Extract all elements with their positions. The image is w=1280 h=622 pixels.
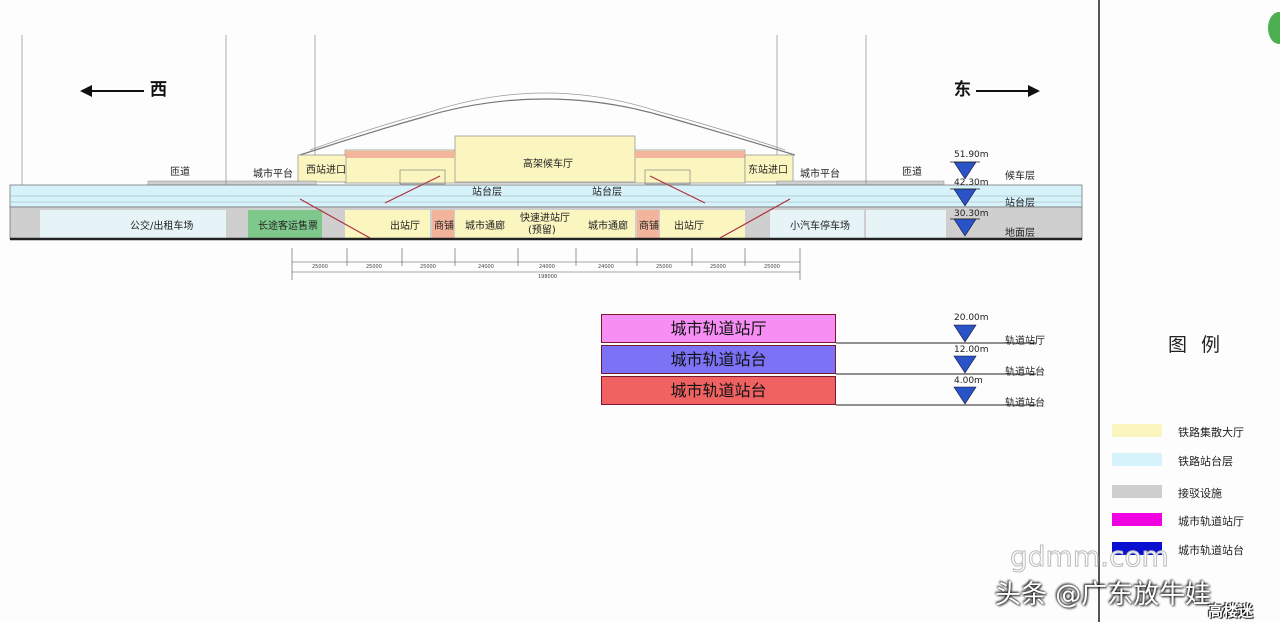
fast-entry-hall-label: 快速进站厅 (520, 213, 570, 224)
dim-segment: 24000 (598, 264, 614, 270)
metro-concourse-box: 城市轨道站厅 (601, 314, 836, 343)
dim-segment: 25000 (366, 264, 382, 270)
legend-title: 图例 (1168, 334, 1235, 356)
west-entrance-label: 西站进口 (306, 165, 346, 176)
level-triangle-icon (953, 355, 977, 374)
watermark-brand: 高楼迷 (1208, 602, 1254, 620)
legend-label: 城市轨道站台 (1178, 544, 1244, 557)
dim-segment: 25000 (312, 264, 328, 270)
city-platform-left-label: 城市平台 (253, 169, 293, 180)
level-triangle-icon (950, 218, 980, 237)
long-distance-ticket-label: 长途客运售票 (258, 221, 318, 232)
level-triangle-icon (953, 324, 977, 343)
legend-swatch-metro-concourse (1112, 513, 1162, 526)
platform-level-left-label: 站台层 (472, 187, 502, 198)
ramp-right-label: 匝道 (902, 167, 922, 178)
shop-right-label: 商铺 (639, 221, 659, 232)
dim-segment: 25000 (764, 264, 780, 270)
dim-segment: 24000 (539, 264, 555, 270)
legend-label: 铁路集散大厅 (1178, 426, 1244, 439)
dim-segment: 25000 (656, 264, 672, 270)
elevated-waiting-hall-label: 高架候车厅 (523, 159, 573, 170)
city-corridor-left-label: 城市通廊 (465, 221, 505, 232)
dim-segment: 25000 (710, 264, 726, 270)
city-corridor-right-label: 城市通廊 (588, 221, 628, 232)
metro-level-lines (836, 342, 1036, 406)
legend-label: 接驳设施 (1178, 487, 1222, 500)
level-triangle-icon (950, 161, 980, 180)
legend-swatch-transfer (1112, 485, 1162, 498)
dim-segment: 24000 (478, 264, 494, 270)
car-parking-label: 小汽车停车场 (790, 221, 850, 232)
legend-label: 城市轨道站厅 (1178, 515, 1244, 528)
ramp-left-label: 匝道 (170, 167, 190, 178)
dim-total: 198000 (538, 274, 558, 280)
level-triangle-icon (950, 188, 980, 207)
legend-swatch-metro-platform (1112, 542, 1162, 555)
fast-entry-note-label: (预留) (528, 225, 556, 236)
sheet-border (1098, 0, 1100, 622)
east-arrow-icon (976, 85, 1040, 97)
dim-segment: 25000 (420, 264, 436, 270)
metro-platform-box-1: 城市轨道站台 (601, 345, 836, 374)
city-platform-right-label: 城市平台 (800, 169, 840, 180)
legend-label: 铁路站台层 (1178, 455, 1233, 468)
west-arrow-icon (80, 85, 144, 97)
corner-badge-icon (1268, 12, 1280, 44)
metro-platform-box-2: 城市轨道站台 (601, 376, 836, 405)
watermark-url: gdmm.com (1010, 540, 1170, 574)
exit-hall-right-label: 出站厅 (674, 221, 704, 232)
station-section-drawing (9, 35, 1083, 280)
bus-taxi-label: 公交/出租车场 (130, 221, 194, 232)
legend-swatch-platform (1112, 453, 1162, 466)
watermark-toutiao: 头条 @广东放牛娃 (995, 580, 1212, 610)
east-entrance-label: 东站进口 (748, 165, 788, 176)
platform-level-right-label: 站台层 (592, 187, 622, 198)
legend-swatch-concourse (1112, 424, 1162, 437)
east-label: 东 (954, 80, 971, 100)
west-label: 西 (150, 80, 167, 100)
level-triangle-icon (953, 386, 977, 405)
shop-left-label: 商铺 (434, 221, 454, 232)
exit-hall-left-label: 出站厅 (390, 221, 420, 232)
